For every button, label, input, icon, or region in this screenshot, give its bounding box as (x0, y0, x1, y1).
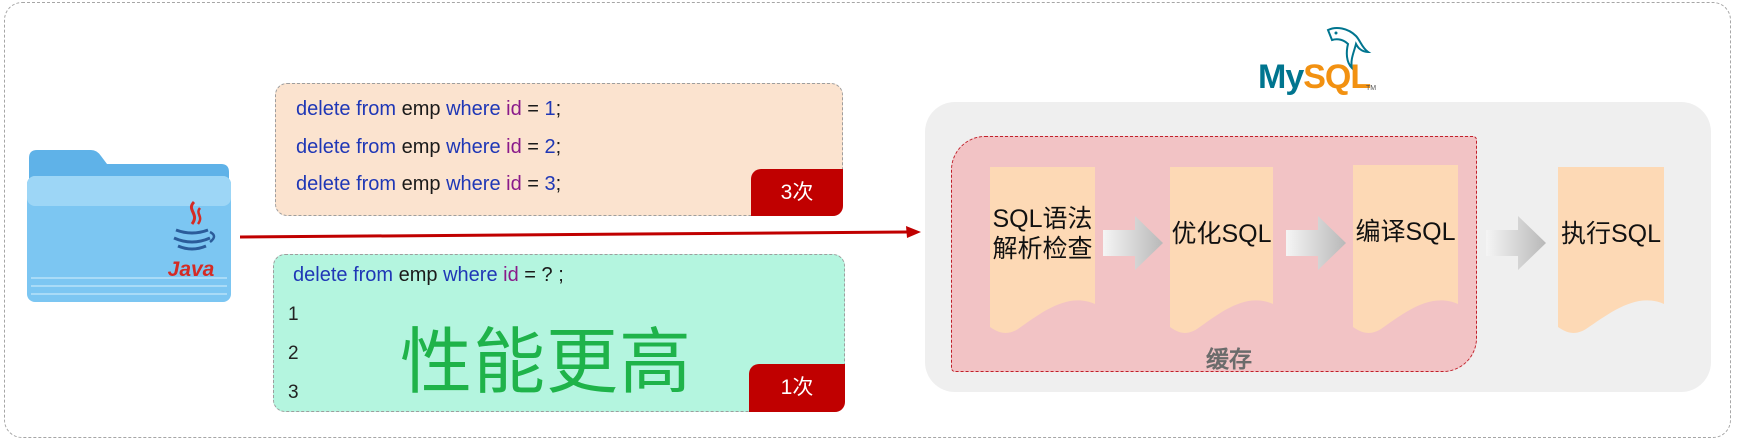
diagram-frame (4, 2, 1731, 438)
code-line-2: delete from emp where id = 2; (296, 136, 562, 158)
java-label: Java (167, 258, 215, 281)
count-badge-bottom: 1次 (749, 364, 845, 412)
flow-arrow (239, 226, 921, 239)
code-line-3: delete from emp where id = 3; (296, 173, 562, 195)
performance-text: 性能更高 (400, 323, 693, 403)
step-parse-line2: 解析检查 (992, 235, 1093, 263)
prepared-code-line: delete from emp where id = ? ; (293, 264, 564, 286)
step-arrow-3-icon (1486, 216, 1546, 270)
cache-label: 缓存 (1206, 346, 1252, 372)
step-parse: SQL语法 解析检查 (990, 167, 1095, 335)
step-arrow-2-icon (1286, 216, 1346, 270)
step-execute: 执行SQL (1558, 167, 1664, 335)
code-line-1: delete from emp where id = 1; (296, 98, 562, 120)
count-badge-top: 3次 (751, 169, 843, 216)
step-parse-line1: SQL语法 (992, 205, 1093, 233)
mysql-dolphin-icon (1256, 22, 1376, 98)
java-folder-icon (25, 150, 231, 302)
param-3: 3 (288, 382, 299, 403)
step-arrow-1-icon (1103, 216, 1163, 270)
java-logo-icon (164, 200, 220, 258)
param-1: 1 (288, 304, 299, 325)
step-compile: 编译SQL (1353, 165, 1458, 335)
step-optimize: 优化SQL (1170, 167, 1273, 335)
param-2: 2 (288, 343, 299, 364)
repeated-statements-box (275, 83, 843, 216)
step-optimize-label: 优化SQL (1171, 220, 1272, 248)
mysql-trademark: TM (1366, 85, 1377, 92)
step-compile-label: 编译SQL (1355, 218, 1456, 246)
mysql-logo-text: MySQL (1258, 58, 1371, 96)
step-execute-label: 执行SQL (1560, 220, 1662, 248)
